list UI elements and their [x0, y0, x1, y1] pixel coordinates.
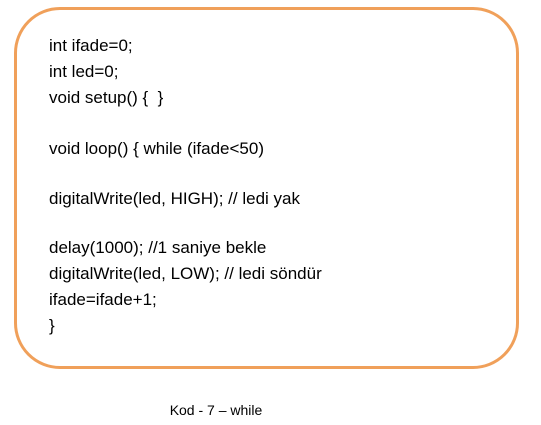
code-line-3: void setup() { }: [49, 88, 164, 107]
code-line-4: void loop() { while (ifade<50): [49, 139, 264, 158]
code-line-1: int ifade=0;: [49, 36, 133, 55]
code-line-7: digitalWrite(led, LOW); // ledi söndür: [49, 264, 322, 283]
code-line-8: ifade=ifade+1;: [49, 290, 157, 309]
code-line-5: digitalWrite(led, HIGH); // ledi yak: [49, 189, 300, 208]
code-line-2: int led=0;: [49, 62, 119, 81]
code-box: [14, 7, 519, 369]
code-line-9: }: [49, 316, 55, 335]
code-line-6: delay(1000); //1 saniye bekle: [49, 238, 267, 257]
figure-caption: Kod - 7 – while: [169, 402, 263, 418]
